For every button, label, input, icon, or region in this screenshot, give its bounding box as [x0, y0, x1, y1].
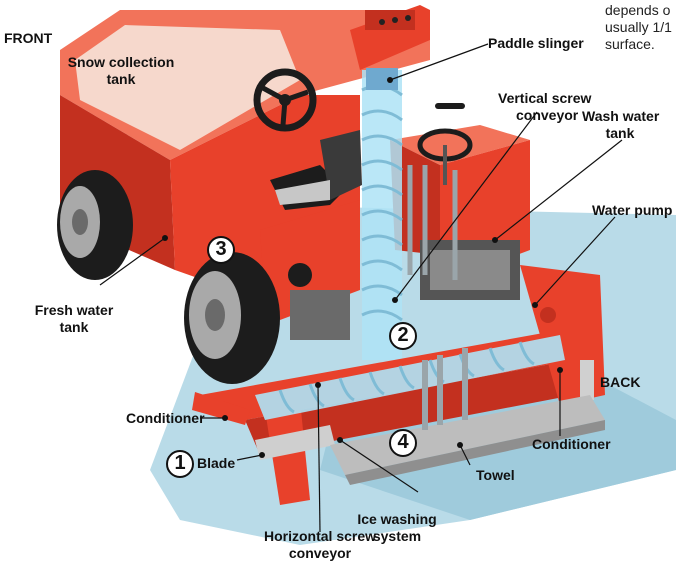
- vent-dot: [405, 15, 411, 21]
- step-marker-2: 2: [389, 322, 417, 350]
- label-towel: Towel: [476, 467, 515, 483]
- top-vent: [365, 10, 415, 30]
- corner-text-line: surface.: [605, 36, 655, 52]
- label-conditioner-right: Conditioner: [532, 436, 611, 452]
- label-vertical-screw-conveyor: Vertical screw conveyor: [498, 90, 592, 123]
- label-wash-water-tank: Wash water tank: [582, 108, 660, 141]
- label-horizontal-screw-conveyor: Horizontal screw conveyor: [263, 528, 377, 561]
- step-marker-1: 1: [166, 450, 194, 478]
- label-snow-collection-tank: Snow collection tank: [67, 54, 175, 87]
- label-paddle-slinger: Paddle slinger: [488, 35, 584, 51]
- corner-text-line: usually 1/1: [605, 19, 672, 35]
- front-steering-wheel: [253, 68, 317, 132]
- paddle-slinger-shape: [366, 68, 398, 90]
- blade-shape: [255, 425, 335, 460]
- corner-text-line: depends o: [605, 2, 671, 18]
- step-marker-4: 4: [389, 429, 417, 457]
- leader-lines: [99, 43, 623, 533]
- label-fresh-water-tank: Fresh water tank: [34, 302, 114, 335]
- label-water-pump: Water pump: [592, 202, 673, 218]
- snow-tank-interior: [75, 25, 300, 150]
- vertical-screw-flights: [361, 84, 403, 322]
- vent-dot: [379, 19, 385, 25]
- conditioner-left-arm: [192, 392, 250, 425]
- label-conditioner-left: Conditioner: [126, 410, 205, 426]
- label-front: FRONT: [4, 30, 53, 46]
- step-marker-3: 3: [207, 236, 235, 264]
- seat-back: [320, 130, 362, 200]
- label-back: BACK: [600, 374, 641, 390]
- label-ice-washing-system: Ice washing system: [357, 511, 437, 544]
- vent-dot: [392, 17, 398, 23]
- label-blade: Blade: [197, 455, 236, 471]
- horizontal-screw: [255, 335, 565, 420]
- wash-tank-front: [440, 140, 530, 265]
